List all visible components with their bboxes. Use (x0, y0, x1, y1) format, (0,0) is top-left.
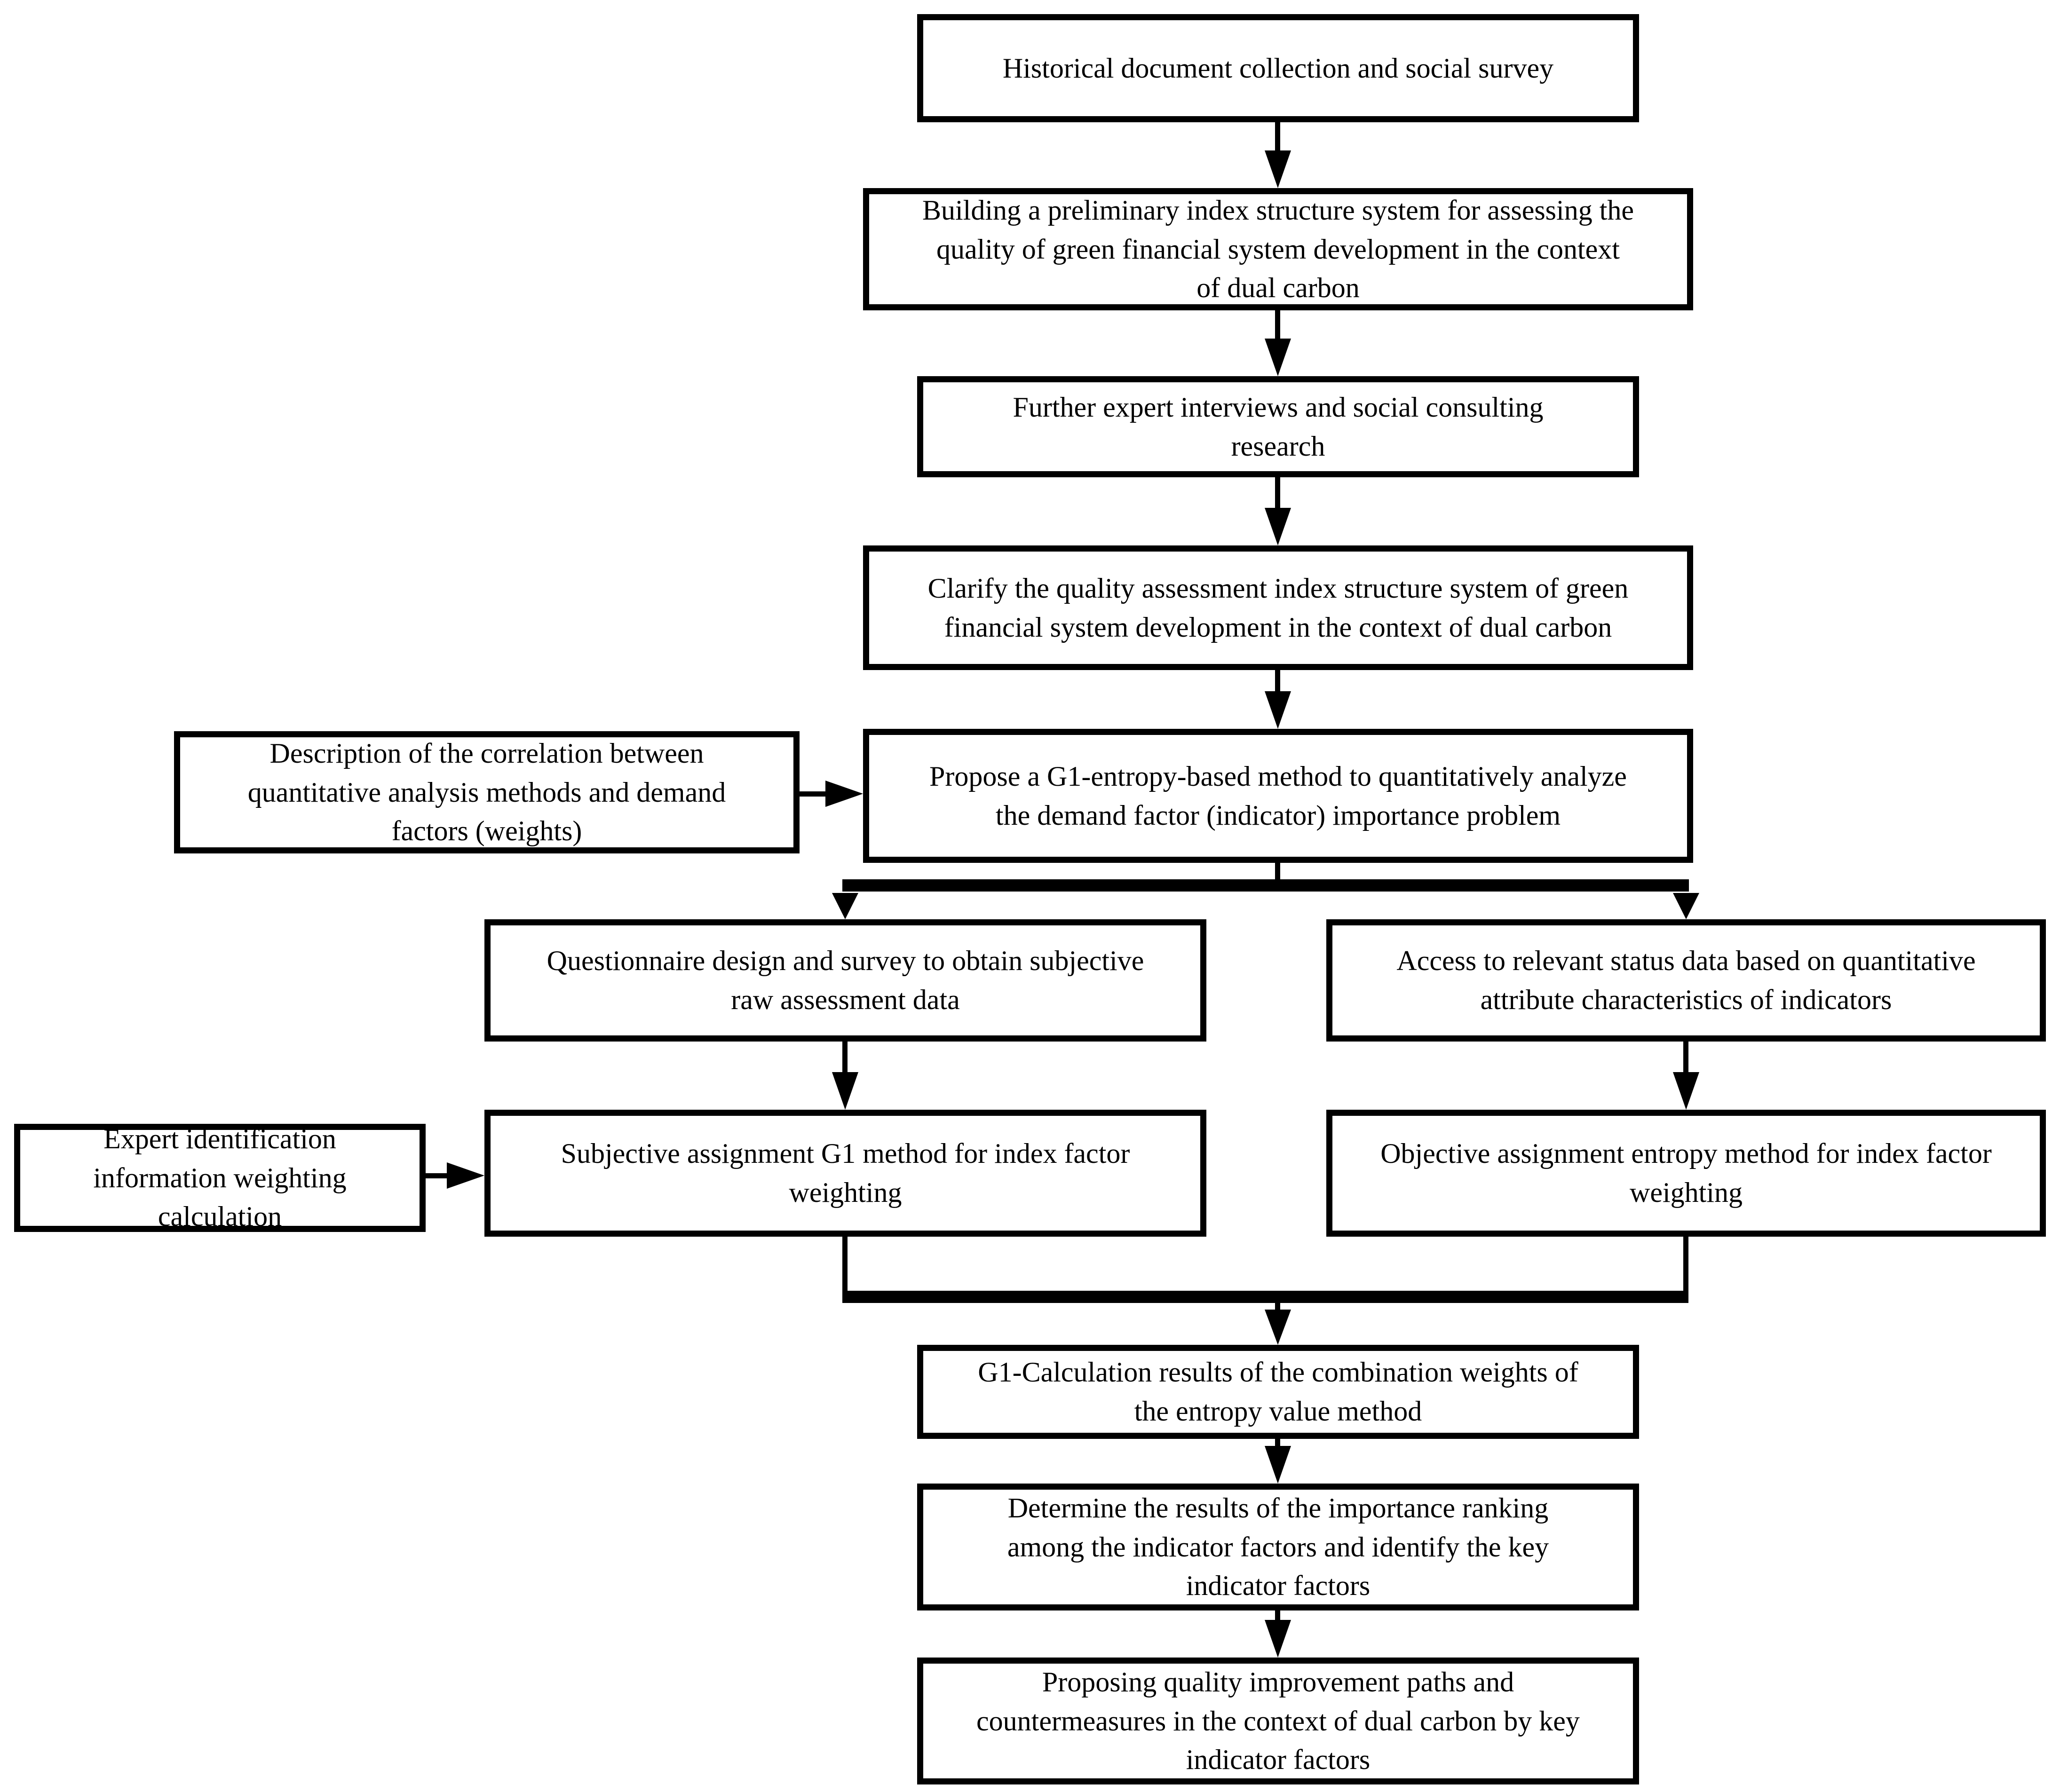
edge-merge-g1calc-arrowhead-icon (1265, 1310, 1291, 1345)
edge-access-objective-line (1683, 1042, 1688, 1072)
edge-building-further-line (1275, 310, 1280, 339)
edge-description-propose-line (800, 791, 825, 797)
edge-building-further-arrowhead-icon (1265, 339, 1291, 376)
node-historical-survey: Historical document collection and socia… (917, 14, 1639, 122)
node-proposing-paths: Proposing quality improvement paths and … (917, 1658, 1639, 1784)
node-objective-entropy-method: Objective assignment entropy method for … (1326, 1110, 2046, 1237)
edge-historical-building-line (1275, 122, 1280, 150)
node-further-interviews: Further expert interviews and social con… (917, 376, 1639, 477)
edge-propose-questionnaire-arrowhead-icon (832, 893, 858, 919)
edge-questionnaire-subjective-line (842, 1042, 848, 1072)
node-propose-g1-entropy: Propose a G1-entropy-based method to qua… (863, 729, 1693, 863)
node-expert-identification: Expert identification information weight… (14, 1123, 426, 1232)
edge-historical-building-arrowhead-icon (1265, 150, 1291, 188)
edge-expert-subjective-arrowhead-icon (447, 1162, 484, 1189)
edge-questionnaire-subjective-arrowhead-icon (832, 1072, 858, 1110)
merge-left-line (842, 1237, 848, 1291)
edge-determine-proposing-arrowhead-icon (1265, 1620, 1291, 1658)
split-bar (842, 879, 1689, 892)
edge-further-clarify-line (1275, 477, 1280, 508)
node-subjective-g1-method: Subjective assignment G1 method for inde… (484, 1110, 1206, 1237)
split-stub-line (1275, 863, 1280, 879)
merge-bar (842, 1291, 1688, 1303)
edge-g1calc-determine-line (1275, 1439, 1280, 1446)
node-access-status-data: Access to relevant status data based on … (1326, 919, 2046, 1042)
node-determine-ranking: Determine the results of the importance … (917, 1484, 1639, 1610)
edge-further-clarify-arrowhead-icon (1265, 508, 1291, 545)
node-clarify-index-system: Clarify the quality assessment index str… (863, 545, 1693, 670)
merge-right-line (1683, 1237, 1688, 1291)
edge-description-propose-arrowhead-icon (825, 781, 863, 807)
edge-expert-subjective-line (426, 1173, 447, 1178)
edge-determine-proposing-line (1275, 1610, 1280, 1620)
node-description-correlation: Description of the correlation between q… (174, 731, 800, 853)
edge-clarify-propose-arrowhead-icon (1265, 691, 1291, 729)
edge-clarify-propose-line (1275, 670, 1280, 691)
edge-g1calc-determine-arrowhead-icon (1265, 1446, 1291, 1484)
node-g1-calculation-results: G1-Calculation results of the combinatio… (917, 1345, 1639, 1439)
node-questionnaire-design: Questionnaire design and survey to obtai… (484, 919, 1206, 1042)
edge-access-objective-arrowhead-icon (1673, 1072, 1699, 1110)
node-building-preliminary: Building a preliminary index structure s… (863, 188, 1693, 310)
edge-merge-g1calc-line (1275, 1303, 1280, 1310)
edge-propose-access-arrowhead-icon (1673, 893, 1699, 919)
